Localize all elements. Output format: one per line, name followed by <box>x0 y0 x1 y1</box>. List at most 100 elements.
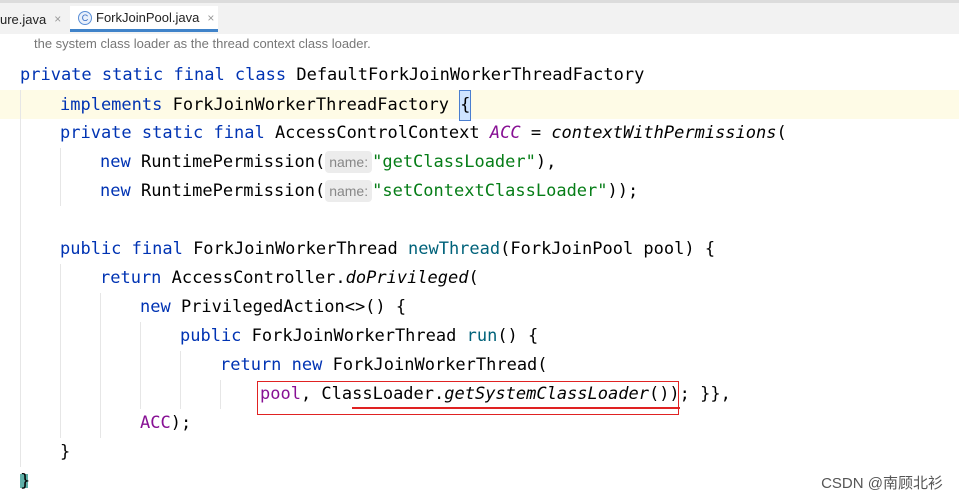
indent-guide <box>20 409 21 438</box>
code-line-9: new PrivilegedAction<>() { <box>0 293 959 322</box>
punctuation: ); <box>170 413 192 433</box>
params: () { <box>497 326 539 346</box>
indent-guide <box>60 322 61 351</box>
keywords: public final <box>60 239 194 259</box>
matched-brace: { <box>459 90 472 121</box>
indent-guide <box>60 380 61 409</box>
class-ref: , ClassLoader. <box>300 384 445 404</box>
anonymous-class: PrivilegedAction<>() { <box>180 297 407 317</box>
paren: ()) <box>648 384 680 404</box>
indent-guide <box>20 351 21 380</box>
indent-guide <box>60 293 61 322</box>
annotation-highlight-box <box>257 381 679 415</box>
indent-guide <box>140 380 141 409</box>
indent-guide <box>20 322 21 351</box>
code-line-5: new RuntimePermission(name:"setContextCl… <box>0 177 959 206</box>
params: (ForkJoinPool pool) { <box>500 239 716 259</box>
paren: ( <box>776 123 787 143</box>
indent-guide <box>140 351 141 380</box>
indent-guide <box>100 322 101 351</box>
tab-label: ForkJoinPool.java <box>96 10 200 25</box>
method-name: newThread <box>408 239 501 259</box>
indent-guide <box>20 206 21 235</box>
indent-guide <box>20 264 21 293</box>
keywords: new <box>140 297 181 317</box>
field-acc: ACC <box>140 413 171 433</box>
type-name: RuntimePermission( <box>140 181 326 201</box>
method-call: getSystemClassLoader <box>444 384 649 404</box>
code-line-2: implements ForkJoinWorkerThreadFactory { <box>0 90 959 121</box>
keywords: new <box>100 152 141 172</box>
keywords: implements <box>60 95 173 115</box>
string-literal: "setContextClassLoader" <box>372 181 608 201</box>
indent-guide <box>100 293 101 322</box>
keywords: return new <box>220 355 333 375</box>
code-line-11: return new ForkJoinWorkerThread( <box>0 351 959 380</box>
indent-guide <box>20 177 21 206</box>
operator: = <box>520 123 552 143</box>
constructor-call: ForkJoinWorkerThread( <box>332 355 548 375</box>
punctuation: )); <box>607 181 639 201</box>
code-line-8: return AccessController.doPrivileged( <box>0 264 959 293</box>
parameter-hint: name: <box>325 180 373 202</box>
indent-guide <box>140 322 141 351</box>
editor-tab-bar: ure.java × C ForkJoinPool.java × <box>0 0 959 34</box>
keywords: public <box>180 326 252 346</box>
keywords: private static final <box>60 123 275 143</box>
indent-guide <box>220 380 221 409</box>
java-class-icon: C <box>78 10 92 25</box>
close-icon[interactable]: × <box>207 10 215 25</box>
code-line-6-blank <box>0 206 959 235</box>
fold-marker[interactable] <box>20 474 28 488</box>
tab-label: ure.java <box>0 11 47 27</box>
keywords: new <box>100 181 141 201</box>
parameter-hint: name: <box>325 151 373 173</box>
indent-guide <box>60 177 61 206</box>
indent-guide <box>60 264 61 293</box>
indent-guide <box>20 380 21 409</box>
indent-guide <box>20 293 21 322</box>
indent-guide <box>20 148 21 177</box>
class-name: AccessController. <box>171 268 346 288</box>
indent-guide <box>20 235 21 264</box>
closing-brace: } <box>60 442 71 462</box>
method-name: run <box>466 326 498 346</box>
paren: ( <box>468 268 479 288</box>
indent-guide <box>20 119 21 148</box>
interface-name: ForkJoinWorkerThreadFactory <box>172 95 460 115</box>
indent-guide <box>60 148 61 177</box>
watermark: CSDN @南顾北衫 <box>821 475 943 492</box>
tab-forkjoinpool[interactable]: C ForkJoinPool.java × <box>70 6 218 32</box>
code-line-7: public final ForkJoinWorkerThread newThr… <box>0 235 959 264</box>
code-line-1: private static final class DefaultForkJo… <box>0 61 959 90</box>
tab-previous-file[interactable]: ure.java × <box>0 6 70 32</box>
class-name: DefaultForkJoinWorkerThreadFactory <box>296 65 645 85</box>
punctuation: ), <box>535 152 557 172</box>
code-line-15: } <box>0 467 959 496</box>
annotation-underline <box>352 407 680 409</box>
string-literal: "getClassLoader" <box>372 152 536 172</box>
code-line-13: ACC); <box>0 409 959 438</box>
method-call: doPrivileged <box>345 268 469 288</box>
indent-guide <box>100 409 101 438</box>
closing-brace: } <box>20 471 31 491</box>
param-pool: pool <box>260 384 301 404</box>
javadoc-comment: the system class loader as the thread co… <box>34 36 371 51</box>
indent-guide <box>60 409 61 438</box>
type-name: RuntimePermission( <box>140 152 326 172</box>
type-name: ForkJoinWorkerThread <box>193 239 408 259</box>
type-name: AccessControlContext <box>274 123 490 143</box>
tab-bar-top-border <box>0 0 959 3</box>
code-line-12: pool, ClassLoader.getSystemClassLoader()… <box>0 380 959 409</box>
type-name: ForkJoinWorkerThread <box>251 326 467 346</box>
indent-guide <box>180 380 181 409</box>
method-call: contextWithPermissions <box>551 123 777 143</box>
indent-guide <box>20 90 21 119</box>
code-line-3: private static final AccessControlContex… <box>0 119 959 148</box>
indent-guide <box>100 351 101 380</box>
code-line-4: new RuntimePermission(name:"getClassLoad… <box>0 148 959 177</box>
indent-guide <box>60 351 61 380</box>
field-acc: ACC <box>489 123 521 143</box>
keywords: private static final class <box>20 65 297 85</box>
close-icon[interactable]: × <box>54 12 62 26</box>
